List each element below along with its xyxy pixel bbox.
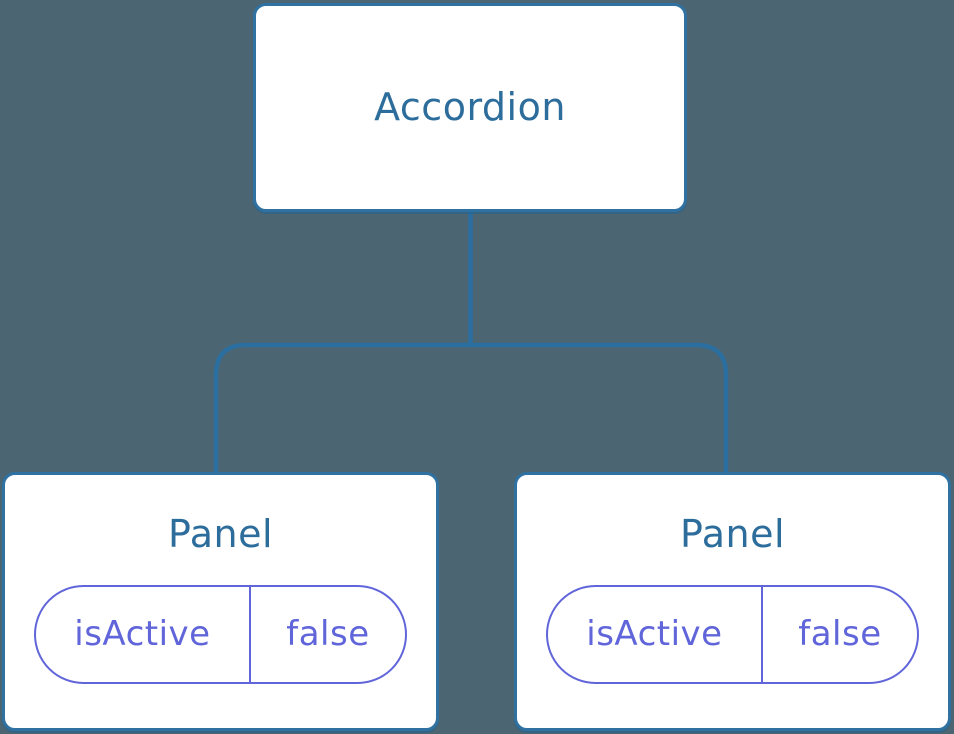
node-label: Panel	[679, 512, 785, 556]
prop-name: isActive	[586, 614, 723, 654]
prop-name: isActive	[74, 614, 211, 654]
tree-node-panel-left: Panel isActive false	[2, 472, 439, 731]
pill-divider	[760, 586, 763, 682]
node-label: Panel	[167, 512, 273, 556]
prop-value: false	[798, 614, 882, 654]
connector-branch	[213, 342, 729, 474]
pill-divider	[248, 586, 251, 682]
tree-node-accordion: Accordion	[253, 3, 687, 212]
prop-value: false	[286, 614, 370, 654]
node-label: Accordion	[374, 84, 566, 129]
prop-pill: isActive false	[546, 584, 919, 684]
tree-node-panel-right: Panel isActive false	[514, 472, 951, 731]
prop-pill: isActive false	[34, 584, 407, 684]
